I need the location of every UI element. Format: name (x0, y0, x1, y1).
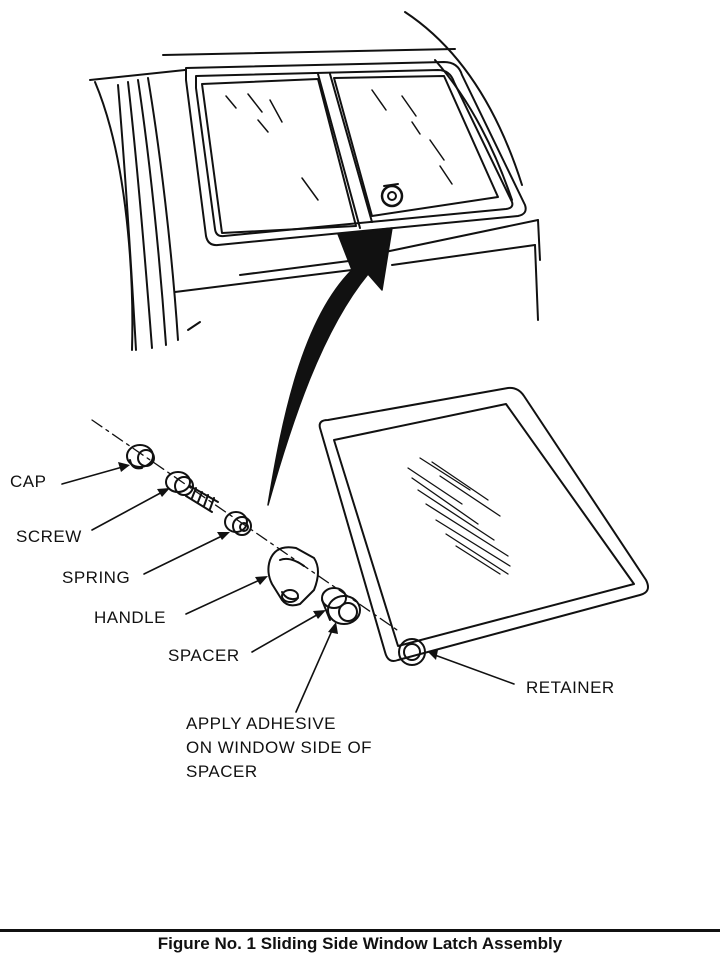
adhesive-note: APPLY ADHESIVE ON WINDOW SIDE OF SPACER (186, 712, 372, 784)
cap-part (126, 444, 155, 470)
retainer-label: RETAINER (526, 678, 615, 697)
window-glass-panel (318, 386, 649, 666)
spacer-part (321, 587, 361, 625)
caption-rule (0, 929, 720, 932)
handle-part (267, 546, 319, 607)
cap-label: CAP (10, 472, 47, 491)
adhesive-note-line-2: ON WINDOW SIDE OF (186, 738, 373, 757)
spring-label: SPRING (62, 568, 131, 587)
spacer-label: SPACER (168, 646, 240, 665)
figure-caption: Figure No. 1 Sliding Side Window Latch A… (157, 934, 563, 953)
location-arrow (267, 227, 393, 506)
retainer-part (398, 638, 426, 666)
screw-part (165, 471, 219, 513)
handle-label: HANDLE (94, 608, 166, 627)
leader-arrowheads (118, 462, 438, 660)
window-frame (185, 61, 527, 247)
spring-part (224, 511, 252, 536)
screw-label: SCREW (16, 527, 82, 546)
adhesive-note-line-3: SPACER (186, 762, 258, 781)
vehicle-body (89, 11, 541, 351)
leader-lines (61, 465, 515, 713)
adhesive-note-line-1: APPLY ADHESIVE (186, 714, 336, 733)
